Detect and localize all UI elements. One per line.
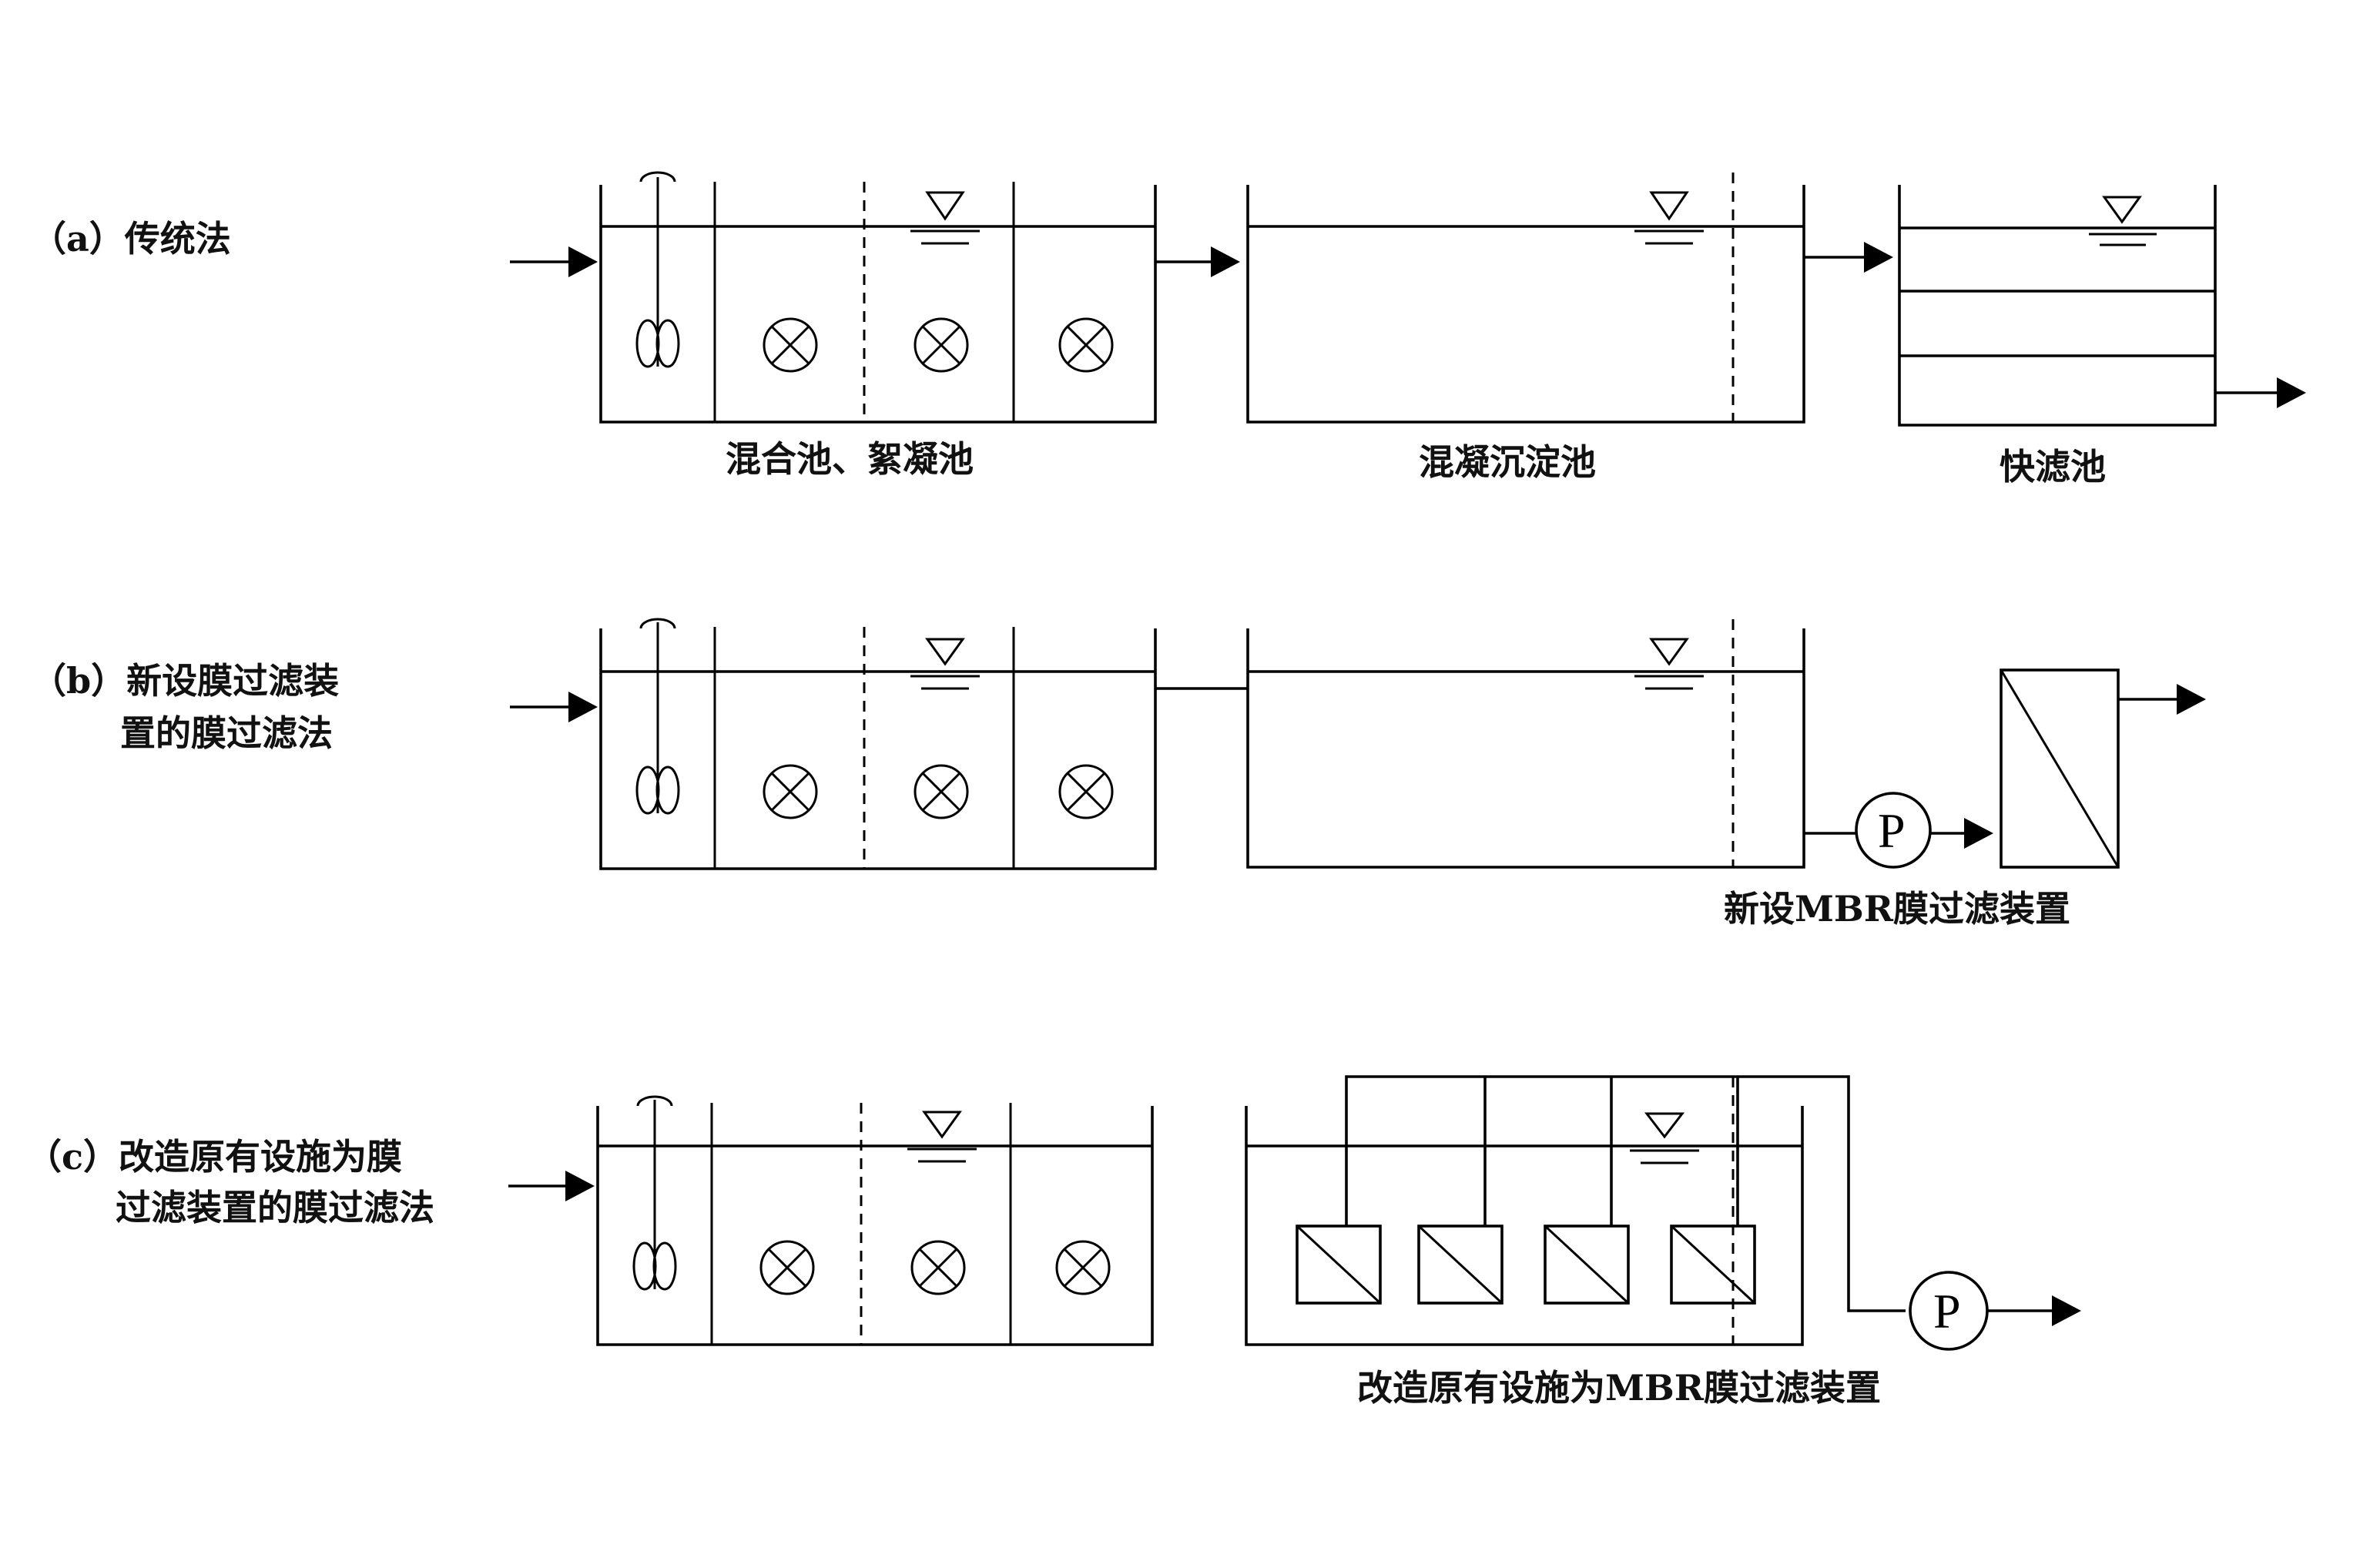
mixer-icon	[632, 1095, 677, 1291]
arrow-head-icon	[2277, 377, 2306, 408]
caption-rapid-filter: 快滤池	[2000, 446, 2106, 487]
mix-floc-tank	[596, 1095, 1154, 1346]
retrofit-membrane-tank	[1245, 1075, 1906, 1346]
caption-mix-floc: 混合池、絮凝池	[726, 438, 974, 480]
collection-pipe	[1345, 1075, 1906, 1312]
water-level-icon	[1634, 191, 1704, 245]
mixer-icon	[635, 171, 680, 368]
pump-label: P	[1878, 803, 1906, 858]
stirrer-icon	[1055, 1240, 1111, 1295]
water-level-icon	[910, 638, 980, 690]
stirrer-icon	[913, 764, 969, 819]
row-c-retrofit-membrane-method: （c）改造原有设施为膜 过滤装置的膜过滤法	[26, 1075, 2081, 1409]
arrow-head-icon	[1864, 242, 1893, 273]
arrow-head-icon	[2052, 1295, 2081, 1326]
mix-floc-tank	[599, 618, 1157, 870]
row-b-label-line1: （b）新设膜过滤装	[31, 660, 339, 702]
water-level-icon	[1630, 1112, 1699, 1164]
membrane-module-icon	[2000, 668, 2120, 869]
caption-sedimentation: 混凝沉淀池	[1419, 441, 1596, 483]
pump-icon: P	[1855, 792, 1932, 869]
membrane-module-icon	[1417, 1225, 1503, 1305]
arrow-head-icon	[1211, 246, 1240, 277]
arrow-head-icon	[2177, 684, 2206, 715]
water-level-icon	[1634, 638, 1704, 690]
row-a-traditional-method: （a）传统法	[31, 171, 2306, 487]
arrow-head-icon	[565, 1171, 595, 1201]
stirrer-icon	[759, 1240, 815, 1295]
mix-floc-tank	[599, 171, 1157, 424]
arrow-head-icon	[1964, 818, 1993, 849]
membrane-module-icon	[1296, 1225, 1382, 1305]
pump-icon: P	[1909, 1271, 1989, 1351]
arrow-head-icon	[568, 692, 598, 722]
arrow-head-icon	[568, 246, 598, 277]
caption-new-mbr: 新设MBR膜过滤装置	[1724, 888, 2070, 930]
row-a-label: （a）传统法	[31, 218, 231, 260]
water-level-icon	[2089, 196, 2157, 246]
membrane-module-icon	[1670, 1225, 1756, 1305]
membrane-module-icon	[1544, 1225, 1630, 1305]
pump-label: P	[1933, 1284, 1961, 1338]
sedimentation-tank	[1246, 619, 1805, 869]
stirrer-icon	[1058, 317, 1114, 373]
row-c-label-line2: 过滤装置的膜过滤法	[116, 1187, 434, 1228]
stirrer-icon	[910, 1240, 966, 1295]
stirrer-icon	[1058, 764, 1114, 819]
stirrer-icon	[913, 317, 969, 373]
row-b-new-membrane-method: （b）新设膜过滤装 置的膜过滤法	[31, 618, 2206, 930]
row-b-label-line2: 置的膜过滤法	[120, 712, 333, 754]
mixer-icon	[635, 618, 680, 815]
stirrer-icon	[763, 764, 818, 819]
rapid-filter-tank	[1898, 185, 2217, 427]
caption-retrofit-mbr: 改造原有设施为MBR膜过滤装置	[1357, 1367, 1881, 1409]
stirrer-icon	[763, 317, 818, 373]
sedimentation-tank	[1246, 173, 1805, 424]
water-level-icon	[910, 191, 980, 245]
row-c-label-line1: （c）改造原有设施为膜	[26, 1136, 402, 1178]
water-level-icon	[907, 1111, 977, 1163]
